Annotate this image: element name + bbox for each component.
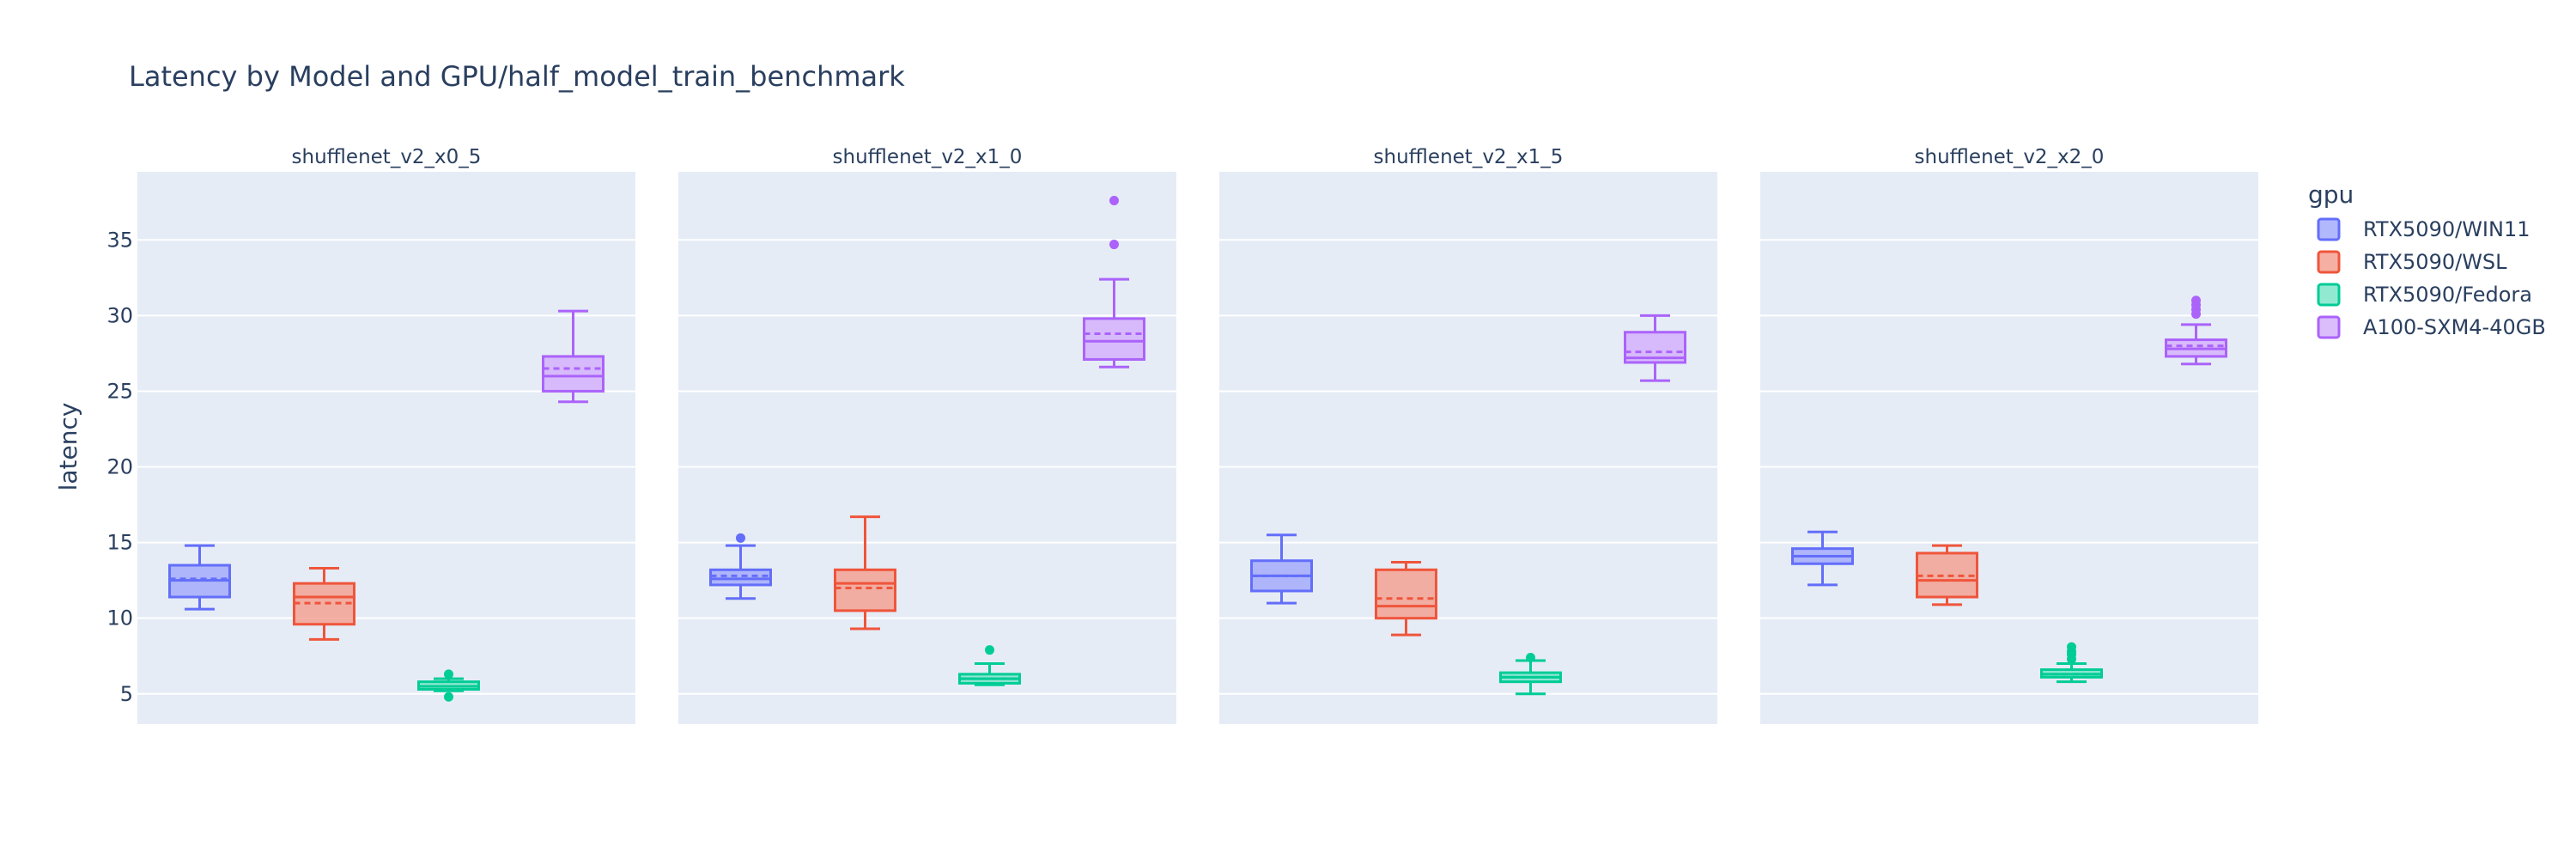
facet-title: shufflenet_v2_x1_0 bbox=[833, 146, 1023, 168]
box-body bbox=[834, 568, 896, 612]
y-tick-label: 35 bbox=[106, 228, 133, 252]
box bbox=[168, 544, 231, 611]
box-body bbox=[293, 582, 355, 626]
facet-panel: shufflenet_v2_x0_5 bbox=[137, 146, 635, 724]
box bbox=[1624, 314, 1686, 382]
box bbox=[1499, 652, 1562, 696]
legend-label: RTX5090/WIN11 bbox=[2363, 217, 2530, 241]
outlier-point bbox=[444, 691, 453, 702]
box bbox=[1791, 530, 1854, 587]
box bbox=[1250, 533, 1313, 605]
box bbox=[1375, 561, 1437, 637]
box-body bbox=[1083, 317, 1145, 361]
box bbox=[1916, 544, 1978, 606]
outlier-point bbox=[2191, 295, 2201, 306]
facet-title: shufflenet_v2_x0_5 bbox=[292, 146, 482, 168]
plot-background bbox=[1760, 172, 2258, 724]
y-tick-label: 30 bbox=[106, 303, 133, 327]
legend-label: RTX5090/Fedora bbox=[2363, 283, 2532, 307]
legend-item[interactable]: RTX5090/WIN11 bbox=[2317, 217, 2530, 241]
y-tick-label: 15 bbox=[106, 531, 133, 555]
box-body bbox=[1916, 551, 1978, 599]
y-tick-label: 25 bbox=[106, 379, 133, 403]
box bbox=[2165, 295, 2227, 366]
legend-swatch bbox=[2317, 283, 2341, 307]
legend-label: RTX5090/WSL bbox=[2363, 250, 2507, 274]
box-body bbox=[709, 568, 772, 587]
legend-swatch bbox=[2317, 315, 2341, 339]
plot-background bbox=[678, 172, 1176, 724]
box bbox=[2040, 642, 2103, 684]
outlier-point bbox=[444, 669, 453, 679]
facet-panels: shufflenet_v2_x0_5 shufflenet_v2_x1_0 shuf… bbox=[137, 146, 2258, 724]
outlier-point bbox=[1109, 240, 1119, 250]
y-tick-label: 10 bbox=[106, 606, 133, 631]
legend-item[interactable]: RTX5090/WSL bbox=[2317, 250, 2507, 274]
box bbox=[1083, 195, 1145, 369]
legend-item[interactable]: A100-SXM4-40GB bbox=[2317, 315, 2546, 339]
outlier-point bbox=[736, 533, 745, 543]
y-axis-label: latency bbox=[54, 403, 82, 491]
outlier-point bbox=[985, 645, 994, 655]
chart-title: Latency by Model and GPU/half_model_trai… bbox=[129, 60, 905, 93]
box-body bbox=[1375, 568, 1437, 620]
legend-swatch bbox=[2317, 217, 2341, 241]
facet-panel: shufflenet_v2_x1_5 bbox=[1219, 146, 1717, 724]
box bbox=[417, 669, 480, 702]
box bbox=[542, 309, 605, 404]
facet-panel: shufflenet_v2_x2_0 bbox=[1760, 146, 2258, 724]
facet-title: shufflenet_v2_x2_0 bbox=[1915, 146, 2105, 168]
facet-panel: shufflenet_v2_x1_0 bbox=[678, 146, 1176, 724]
outlier-point bbox=[2067, 642, 2076, 652]
y-axis: 5 10 15 20 25 30 35 bbox=[106, 228, 133, 705]
facet-title: shufflenet_v2_x1_5 bbox=[1374, 146, 1564, 168]
outlier-point bbox=[1109, 195, 1119, 205]
box bbox=[958, 645, 1021, 686]
y-tick-label: 5 bbox=[120, 682, 133, 706]
plot-background bbox=[1219, 172, 1717, 724]
box-body bbox=[542, 355, 605, 393]
legend-label: A100-SXM4-40GB bbox=[2363, 315, 2546, 339]
legend-swatch bbox=[2317, 250, 2341, 274]
outlier-point bbox=[1526, 652, 1535, 662]
box bbox=[709, 533, 772, 600]
y-tick-label: 20 bbox=[106, 455, 133, 479]
plot-background bbox=[137, 172, 635, 724]
box bbox=[293, 567, 355, 641]
legend-title: gpu bbox=[2308, 180, 2354, 209]
legend-item[interactable]: RTX5090/Fedora bbox=[2317, 283, 2532, 307]
box bbox=[834, 515, 896, 631]
